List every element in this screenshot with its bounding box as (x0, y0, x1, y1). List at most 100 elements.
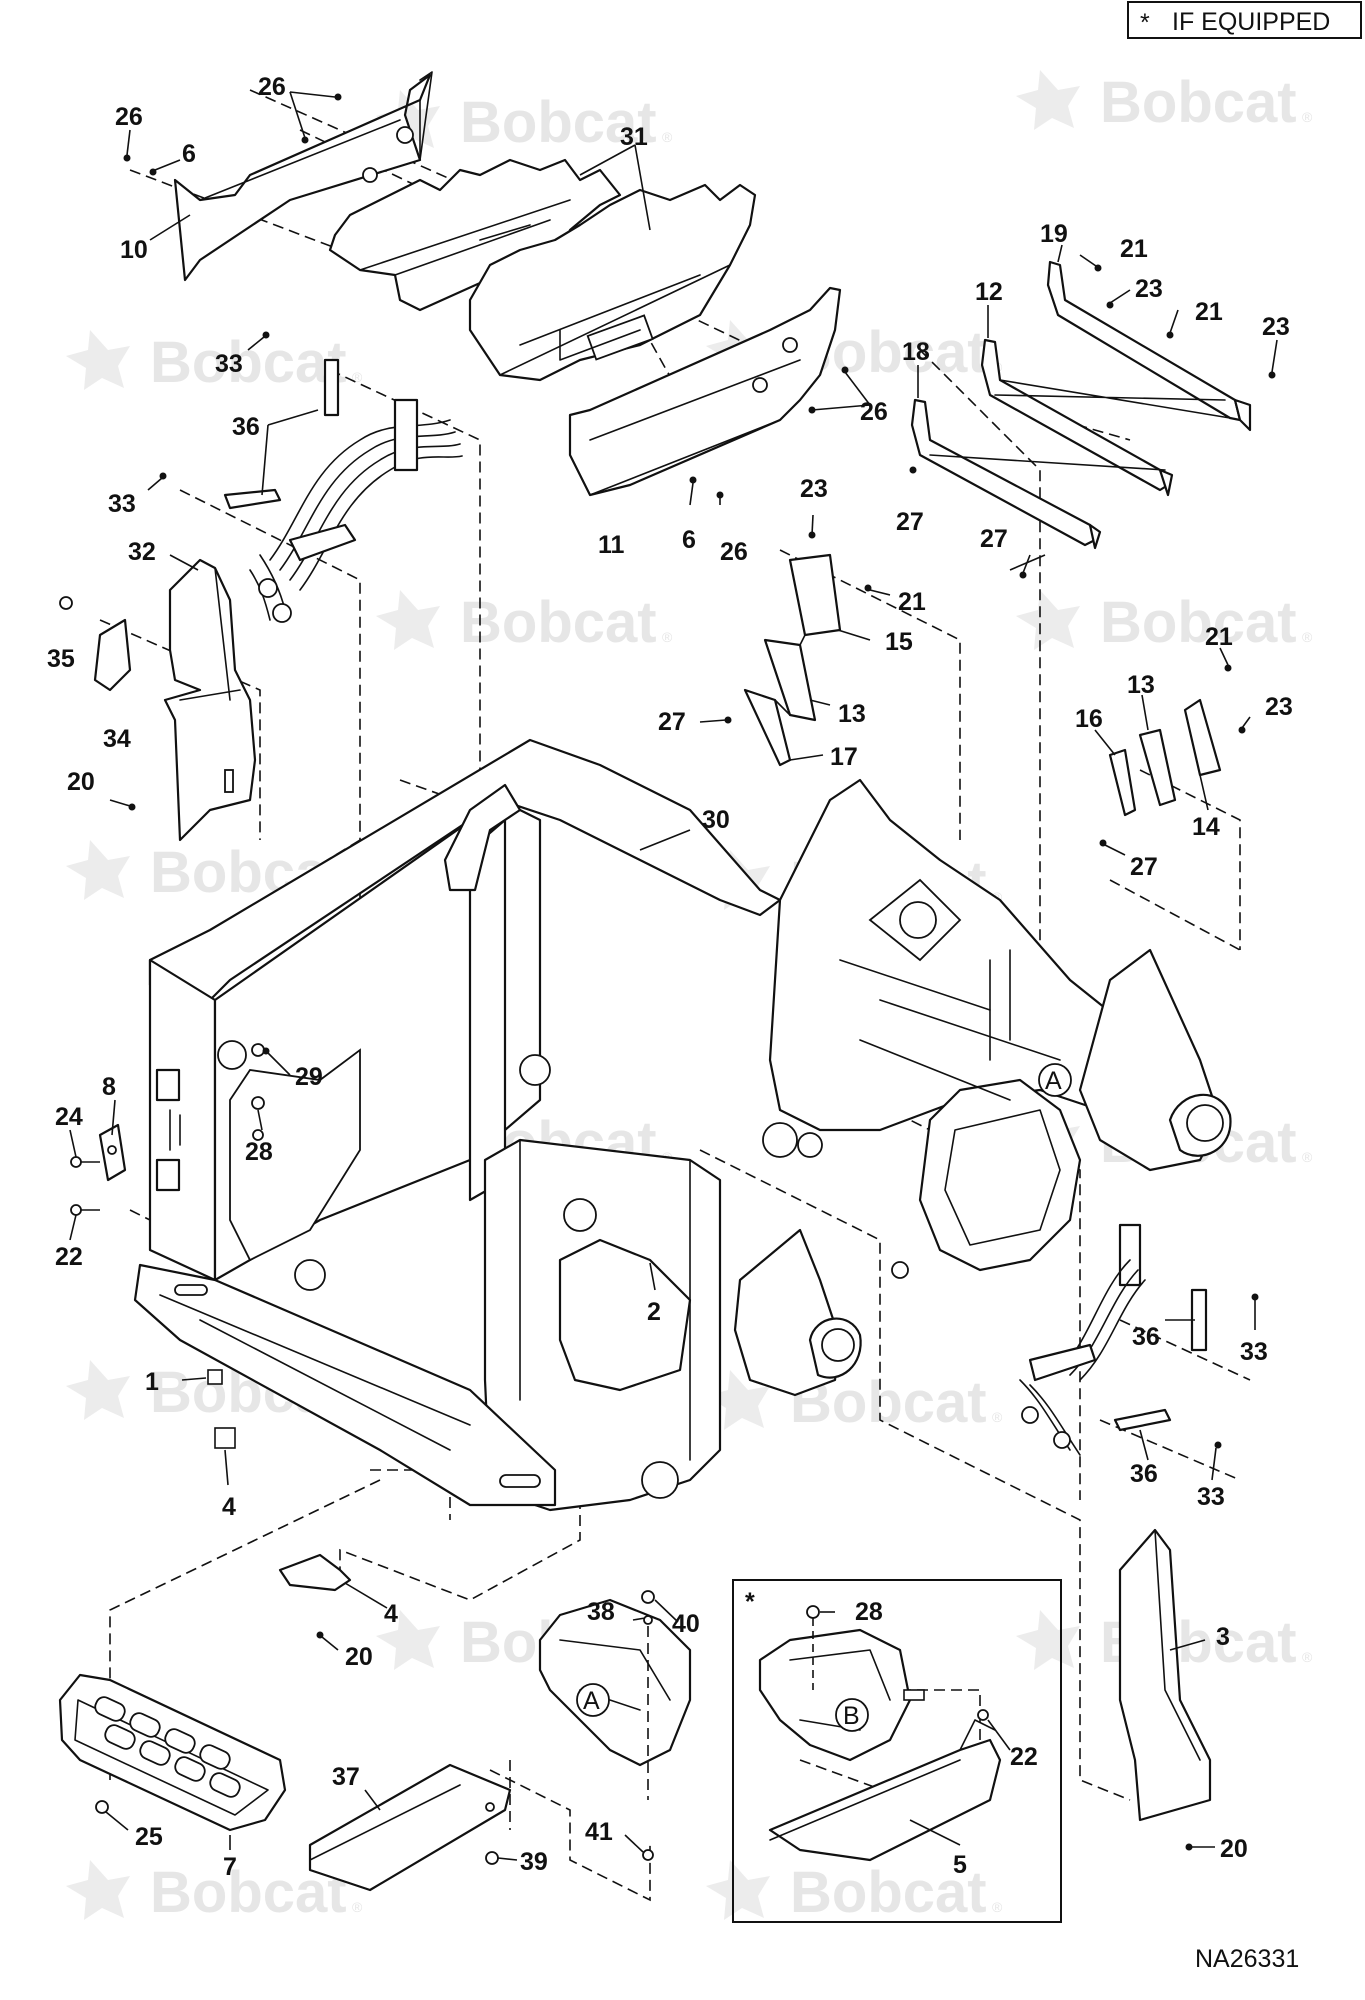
leader (654, 1599, 679, 1623)
callout-label: 21 (1205, 623, 1233, 651)
part-7-cell (139, 1740, 171, 1766)
callout-label: 4 (384, 1600, 398, 1628)
callout-label: 26 (115, 103, 143, 131)
watermark-registered: ® (992, 1409, 1003, 1425)
inset-casting (758, 1628, 912, 1762)
frame-boss (519, 1054, 551, 1086)
part-31-lower-inner (499, 264, 731, 376)
callout-label: 5 (953, 1851, 967, 1879)
watermark-text: Bobcat (1100, 590, 1297, 655)
view-a-marker-frame (1038, 1063, 1072, 1097)
bracket-36-lower (223, 488, 282, 510)
part-15-bracket (788, 553, 842, 637)
callout-label: 18 (902, 338, 930, 366)
part-3-outline (1118, 1528, 1212, 1822)
part-13-bracket (763, 638, 817, 722)
part-31-upper-slot (479, 224, 531, 241)
callout-label: 34 (103, 725, 131, 753)
callout-label: 33 (108, 490, 136, 518)
leader (105, 1811, 129, 1831)
leader (1211, 1447, 1217, 1481)
hose-block-right (1118, 1223, 1142, 1287)
bolt-dot (301, 136, 309, 144)
frame-base-edge (159, 1294, 471, 1451)
part-1-4 (207, 1369, 352, 1639)
part-10-outline (173, 73, 432, 282)
frame-base-slot (499, 1474, 541, 1488)
bolt-dot (724, 716, 732, 724)
frame-boss (762, 1122, 798, 1158)
view-a-marker-detail (576, 1683, 610, 1717)
part-7-cell (94, 1696, 126, 1722)
watermark-registered: ® (662, 629, 673, 645)
part-10-side-panel (173, 71, 433, 282)
part-11-side-panel (568, 286, 842, 497)
part-7-cell (199, 1744, 231, 1770)
callout-label: 33 (1240, 1338, 1268, 1366)
leader (634, 144, 651, 231)
leader (1057, 244, 1063, 263)
watermark-text: Bobcat (1100, 70, 1297, 135)
frame-hole (251, 1043, 265, 1057)
bolt-dot (1094, 264, 1102, 272)
frame-left-slot (169, 1109, 181, 1151)
callout-labels: 26 26 6 10 31 19 21 12 23 21 23 18 26 33… (47, 73, 1293, 1881)
callout-label: 14 (1192, 813, 1220, 841)
part-4-cover (278, 1553, 352, 1592)
frame-crossmember (839, 959, 1061, 1101)
callout-label: 13 (838, 700, 866, 728)
leader (632, 1617, 646, 1621)
leader (1079, 254, 1097, 267)
part-7-cell (209, 1772, 241, 1798)
part-8-hole (107, 1145, 117, 1155)
leader (1199, 774, 1209, 811)
frame-base-rail (133, 1263, 557, 1507)
part-37-outline (308, 1763, 512, 1892)
frame-base-slot (174, 1284, 208, 1296)
washer-38 (643, 1615, 653, 1625)
watermark-logo-icon (1016, 70, 1080, 130)
callout-label: 28 (245, 1138, 273, 1166)
callout-label: 25 (135, 1823, 163, 1851)
leader (1169, 1639, 1206, 1651)
callout-label: 2 (647, 1298, 661, 1326)
part-11-hole (782, 337, 798, 353)
bolt-dot (149, 168, 157, 176)
part-31-bracket-lower (468, 183, 757, 382)
part-8-bracket (70, 1047, 270, 1216)
callout-label: 29 (295, 1063, 323, 1091)
dash-line (1139, 769, 1241, 950)
callout-label: 38 (587, 1598, 615, 1626)
bracket-edge (774, 634, 806, 716)
watermark-3: Bobcat ® (66, 330, 363, 395)
watermark-logo-icon (706, 1370, 770, 1430)
part-5-plate (768, 1738, 1002, 1862)
bolt-22-inset (977, 1709, 989, 1721)
watermark-logo-icon (66, 1860, 130, 1920)
callout-label: 24 (55, 1103, 83, 1131)
small-brackets-center (724, 531, 1246, 847)
leader (1141, 694, 1149, 731)
bolt-dot (123, 154, 131, 162)
watermark-logo-icon (376, 590, 440, 650)
hose-line-right (1079, 1279, 1146, 1381)
if-equipped-text: IF EQUIPPED (1172, 8, 1330, 36)
inset-frame (732, 1579, 1062, 1923)
hose-fitting (258, 578, 278, 598)
leader (844, 371, 871, 406)
callout-label: 26 (258, 73, 286, 101)
leader (69, 1214, 77, 1241)
frame-boss (217, 1040, 247, 1070)
part-7-cell (129, 1712, 161, 1738)
detail-a-view: A (538, 1590, 692, 1861)
leader (624, 1834, 644, 1853)
hose-line (299, 455, 463, 591)
watermark-text: Bobcat (150, 330, 347, 395)
part-37-bend (309, 1784, 461, 1861)
frame-hole (252, 1129, 264, 1141)
leader (809, 699, 831, 706)
leader (1109, 289, 1131, 304)
callout-label: 6 (682, 526, 696, 554)
callout-label: 33 (1197, 1483, 1225, 1511)
